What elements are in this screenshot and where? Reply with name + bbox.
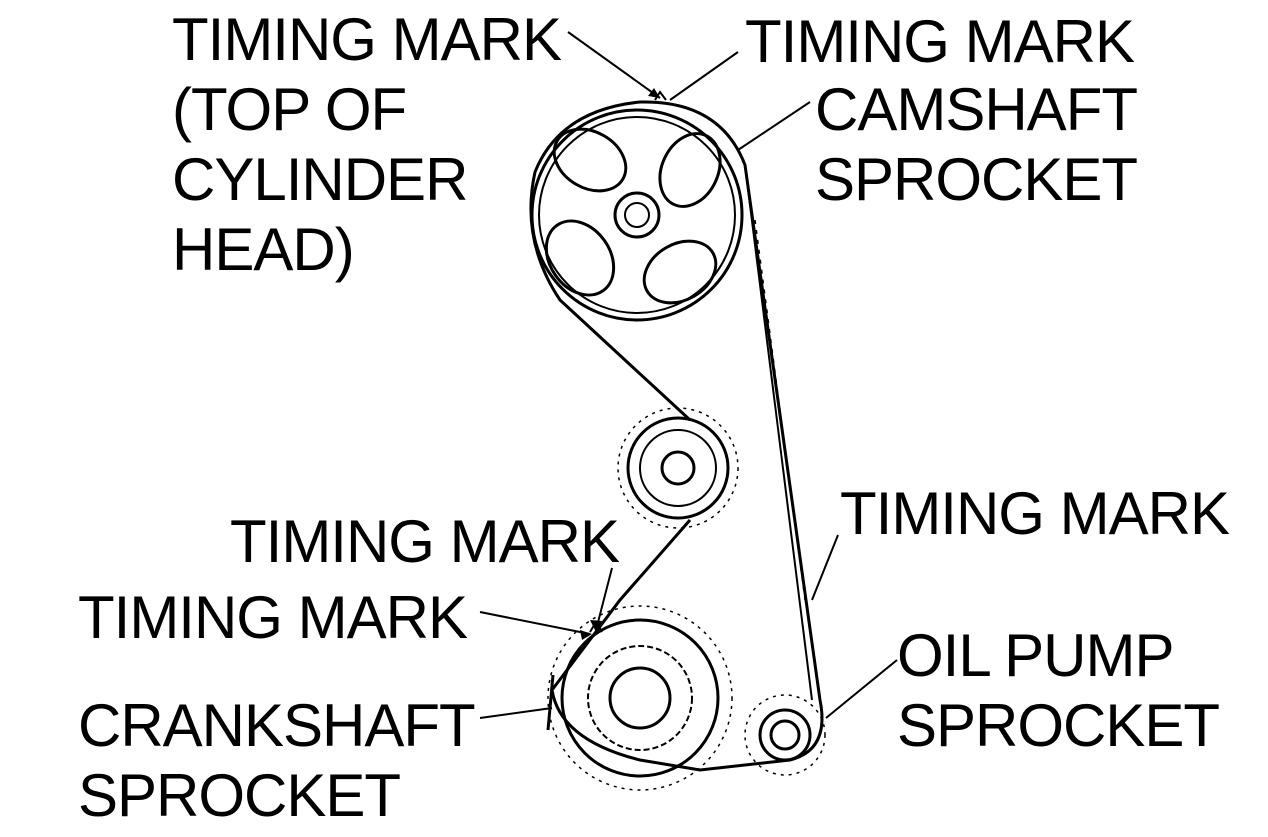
label-oil-pump-line1: OIL PUMP <box>897 622 1175 689</box>
label-timing-mark-crank-lower: TIMING MARK <box>78 584 468 651</box>
label-timing-mark-head-line3: CYLINDER <box>172 146 468 213</box>
label-crankshaft-line1: CRANKSHAFT <box>78 692 476 759</box>
label-oil-pump-line2: SPROCKET <box>897 692 1220 759</box>
label-timing-mark-oil: TIMING MARK <box>840 480 1230 547</box>
timing-belt <box>529 100 824 772</box>
label-camshaft-line2: SPROCKET <box>815 146 1138 213</box>
label-timing-mark-head-line2: (TOP OF <box>172 76 407 143</box>
label-timing-mark-cam: TIMING MARK <box>745 8 1135 75</box>
camshaft-sprocket <box>530 90 744 322</box>
label-timing-mark-head-line1: TIMING MARK <box>172 6 562 73</box>
leader-lines <box>479 31 898 719</box>
label-crankshaft-line2: SPROCKET <box>78 762 401 829</box>
label-timing-mark-head-line4: HEAD) <box>172 216 355 283</box>
oil-pump-sprocket <box>744 694 826 776</box>
tensioner-pulley <box>617 407 739 529</box>
label-camshaft-line1: CAMSHAFT <box>815 76 1138 143</box>
crankshaft-sprocket <box>546 605 733 791</box>
label-timing-mark-crank-upper: TIMING MARK <box>230 508 620 575</box>
